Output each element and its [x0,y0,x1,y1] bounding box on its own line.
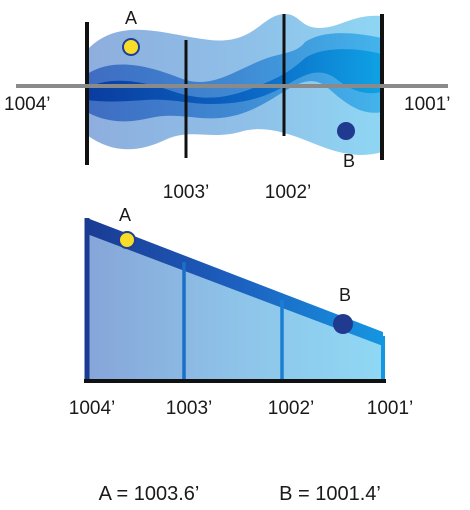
profile-view: A B 1004’ 1003’ 1002’ 1001’ [69,205,414,419]
plan-point-b-label: B [343,151,355,171]
profile-surface-band [87,218,383,346]
plan-contour-right-label: 1001’ [404,94,451,115]
profile-point-a-marker [118,231,136,249]
profile-axis-label-1002: 1002’ [268,398,315,419]
profile-axis-label-1001: 1001’ [367,398,414,419]
result-values: A = 1003.6’ B = 1001.4’ [99,483,381,505]
point-b-marker [337,122,355,140]
plan-contour-1002-label: 1002’ [265,182,312,203]
plan-contour-1003-label: 1003’ [163,182,210,203]
profile-point-b-label: B [339,285,351,305]
stream-core-channel [87,49,382,104]
point-a-marker [122,38,140,56]
result-b-value: B = 1001.4’ [279,483,381,505]
profile-point-a-label: A [119,205,131,225]
plan-point-a-label: A [125,8,137,28]
plan-contour-left-label: 1004’ [4,94,51,115]
profile-point-b-marker [333,314,353,334]
profile-area [87,224,383,381]
stream-plan-view: A B 1004’ 1001’ 1003’ 1002’ [4,8,451,203]
profile-axis-label-1004: 1004’ [69,398,116,419]
profile-axis-label-1003: 1003’ [166,398,213,419]
result-a-value: A = 1003.6’ [99,483,200,505]
